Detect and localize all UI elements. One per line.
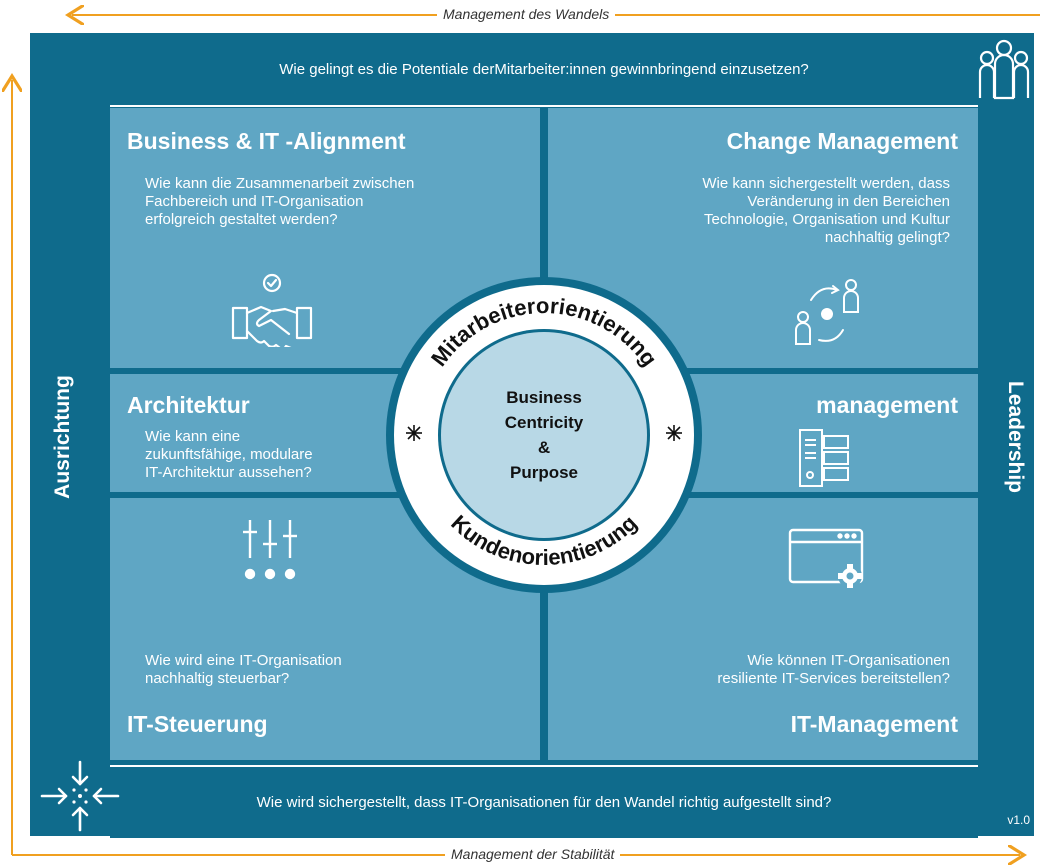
center-circle: Mitarbeiterorientierung Kundenorientieru… bbox=[386, 277, 702, 593]
management-title: management bbox=[816, 392, 958, 418]
bottom-arrow-label: Management der Stabilität bbox=[445, 846, 621, 862]
version-label: v1.0 bbox=[1007, 813, 1030, 827]
asterisk-icon bbox=[406, 425, 422, 441]
center-line-2: Centricity bbox=[505, 413, 584, 432]
server-code-icon bbox=[799, 429, 849, 487]
quadrant-it-management: Wie können IT-Organisationen resiliente … bbox=[548, 498, 978, 760]
window-gear-icon bbox=[788, 528, 864, 588]
it-management-question: Wie können IT-Organisationen resiliente … bbox=[717, 652, 950, 687]
bottom-band: Wie wird sichergestellt, dass IT-Organis… bbox=[110, 765, 978, 838]
top-band: Wie gelingt es die Potentiale derMitarbe… bbox=[110, 33, 978, 107]
change-question: Wie kann sichergestellt werden, dass Ver… bbox=[702, 175, 950, 246]
steuerung-title: IT-Steuerung bbox=[127, 711, 268, 737]
change-people-icon bbox=[795, 279, 859, 345]
change-title: Change Management bbox=[726, 128, 958, 154]
converge-arrows-icon bbox=[40, 760, 120, 832]
center-line-3: & bbox=[538, 438, 550, 457]
top-arrow-label: Management des Wandels bbox=[437, 6, 616, 22]
people-icon bbox=[978, 39, 1030, 100]
it-management-title: IT-Management bbox=[790, 711, 958, 737]
bottom-question: Wie wird sichergestellt, dass IT-Organis… bbox=[256, 794, 832, 811]
architektur-question: Wie kann eine zukunftsfähige, modulare I… bbox=[145, 428, 313, 481]
architektur-title: Architektur bbox=[127, 392, 250, 418]
asterisk-icon bbox=[666, 425, 682, 441]
center-line-4: Purpose bbox=[510, 463, 578, 482]
top-question: Wie gelingt es die Potentiale derMitarbe… bbox=[279, 60, 809, 78]
right-band-label: Leadership bbox=[1004, 380, 1027, 494]
sliders-icon bbox=[243, 520, 297, 580]
handshake-icon bbox=[231, 273, 313, 347]
business-it-title: Business & IT -Alignment bbox=[127, 128, 406, 154]
steuerung-question: Wie wird eine IT-Organisation nachhaltig… bbox=[145, 652, 342, 687]
business-it-question: Wie kann die Zusammenarbeit zwischen Fac… bbox=[145, 175, 415, 228]
center-line-1: Business bbox=[506, 388, 582, 407]
left-band-label: Ausrichtung bbox=[51, 375, 74, 499]
